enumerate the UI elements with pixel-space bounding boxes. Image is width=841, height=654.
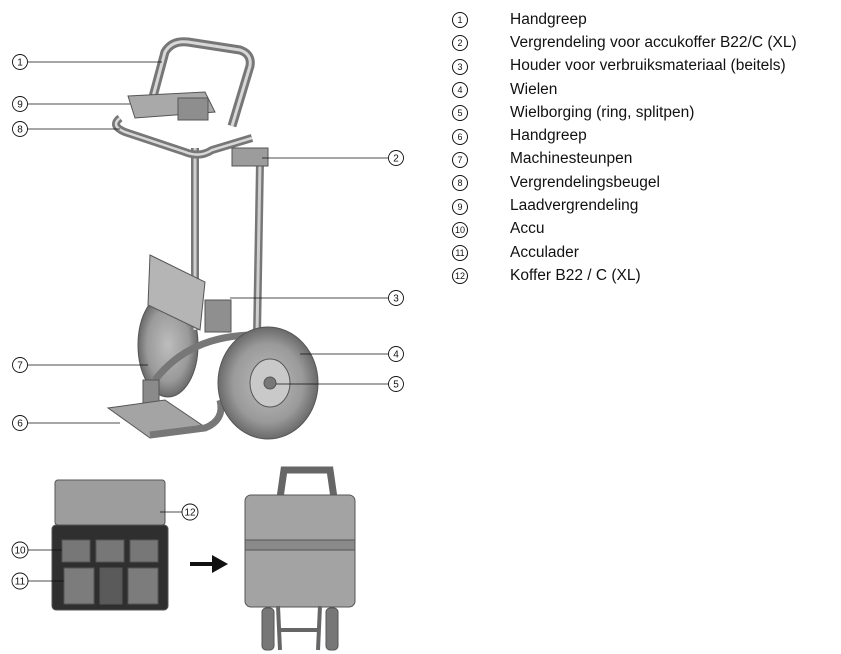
legend-label: Accu xyxy=(510,220,545,238)
direction-arrow xyxy=(190,555,228,573)
legend-item: 8 Vergrendelingsbeugel xyxy=(452,171,832,194)
charger-right xyxy=(127,567,159,605)
callout-11: 11 xyxy=(11,572,29,590)
callout-1: 1 xyxy=(12,54,28,70)
legend-item: 7 Machinesteunpen xyxy=(452,148,832,171)
legend-number: 12 xyxy=(452,268,468,285)
legend-label: Houder voor verbruiksmateriaal (beitels) xyxy=(510,57,786,75)
legend-label: Vergrendelingsbeugel xyxy=(510,173,660,191)
mounted-wheel-left xyxy=(261,607,275,651)
callout-6: 6 xyxy=(12,415,28,431)
legend-number: 10 xyxy=(452,221,468,238)
mounted-case-illustration xyxy=(244,466,356,651)
legend-item: 12 Koffer B22 / C (XL) xyxy=(452,264,832,287)
legend-label: Machinesteunpen xyxy=(510,150,633,168)
legend-number: 2 xyxy=(452,35,468,52)
callout-9: 9 xyxy=(12,96,28,112)
legend-item: 6 Handgreep xyxy=(452,124,832,147)
legend-item: 3 Houder voor verbruiksmateriaal (beitels… xyxy=(452,55,832,78)
svg-text:11: 11 xyxy=(15,577,26,588)
legend-label: Acculader xyxy=(510,243,579,261)
legend-label: Laadvergrendeling xyxy=(510,197,639,215)
charger-center xyxy=(99,567,123,605)
locking-bracket-hl xyxy=(114,117,253,156)
open-case-illustration xyxy=(51,479,169,611)
callout-3: 3 xyxy=(388,290,404,306)
legend-number: 7 xyxy=(452,151,468,168)
legend-item: 5 Wielborging (ring, splitpen) xyxy=(452,101,832,124)
legend-label: Wielborging (ring, splitpen) xyxy=(510,103,695,121)
mounted-handle xyxy=(276,466,338,499)
svg-text:2: 2 xyxy=(393,154,399,165)
legend-label: Handgreep xyxy=(510,10,587,28)
callout-10: 10 xyxy=(11,541,29,559)
upper-clamp xyxy=(177,97,209,121)
trolley-illustration xyxy=(106,37,319,440)
callout-5: 5 xyxy=(388,376,404,392)
battery-3 xyxy=(129,539,159,563)
callouts: 1 9 8 2 3 4 7 5 6 12 10 11 xyxy=(11,54,404,590)
frame-tube-right-hl xyxy=(255,161,262,336)
legend-label: Handgreep xyxy=(510,127,587,145)
lock-block xyxy=(231,147,269,167)
legend-number: 4 xyxy=(452,82,468,99)
callout-4: 4 xyxy=(388,346,404,362)
battery-2 xyxy=(95,539,125,563)
charger-left xyxy=(63,567,95,605)
svg-text:1: 1 xyxy=(17,58,23,69)
svg-text:3: 3 xyxy=(393,294,399,305)
legend-number: 6 xyxy=(452,128,468,145)
callout-8: 8 xyxy=(12,121,28,137)
case-lid xyxy=(54,479,166,526)
legend-label: Wielen xyxy=(510,80,558,98)
svg-text:9: 9 xyxy=(17,100,23,111)
svg-text:8: 8 xyxy=(17,125,23,136)
legend-label: Koffer B22 / C (XL) xyxy=(510,266,641,284)
legend-item: 11 Acculader xyxy=(452,241,832,264)
legend-item: 2 Vergrendeling voor accukoffer B22/C (XL… xyxy=(452,31,832,54)
legend-number: 8 xyxy=(452,175,468,192)
mounted-case xyxy=(244,494,356,608)
legend-item: 4 Wielen xyxy=(452,78,832,101)
legend-item: 9 Laadvergrendeling xyxy=(452,194,832,217)
legend-number: 5 xyxy=(452,105,468,122)
battery-1 xyxy=(61,539,91,563)
legend-item: 1 Handgreep xyxy=(452,8,832,31)
svg-text:4: 4 xyxy=(393,350,399,361)
svg-text:6: 6 xyxy=(17,419,23,430)
svg-text:5: 5 xyxy=(393,380,399,391)
callout-2: 2 xyxy=(388,150,404,166)
svg-text:10: 10 xyxy=(14,546,26,557)
legend-number: 11 xyxy=(452,245,468,262)
mounted-lower-frame xyxy=(276,605,322,651)
base-frame xyxy=(149,399,225,439)
legend-number: 3 xyxy=(452,58,468,75)
consumable-holder xyxy=(204,299,232,333)
svg-text:12: 12 xyxy=(184,508,196,519)
mounted-case-band xyxy=(244,539,356,551)
mounted-wheel-right xyxy=(325,607,339,651)
top-handle-loop-hl xyxy=(148,40,252,127)
foot-plate xyxy=(147,254,206,331)
legend-number: 9 xyxy=(452,198,468,215)
callout-12: 12 xyxy=(181,503,199,521)
legend-number: 1 xyxy=(452,12,468,29)
leader-lines xyxy=(28,61,388,582)
legend-label: Vergrendeling voor accukoffer B22/C (XL) xyxy=(510,33,797,51)
callout-7: 7 xyxy=(12,357,28,373)
legend-item: 10 Accu xyxy=(452,218,832,241)
svg-text:7: 7 xyxy=(17,361,23,372)
wheel-lock-pin xyxy=(263,376,277,390)
